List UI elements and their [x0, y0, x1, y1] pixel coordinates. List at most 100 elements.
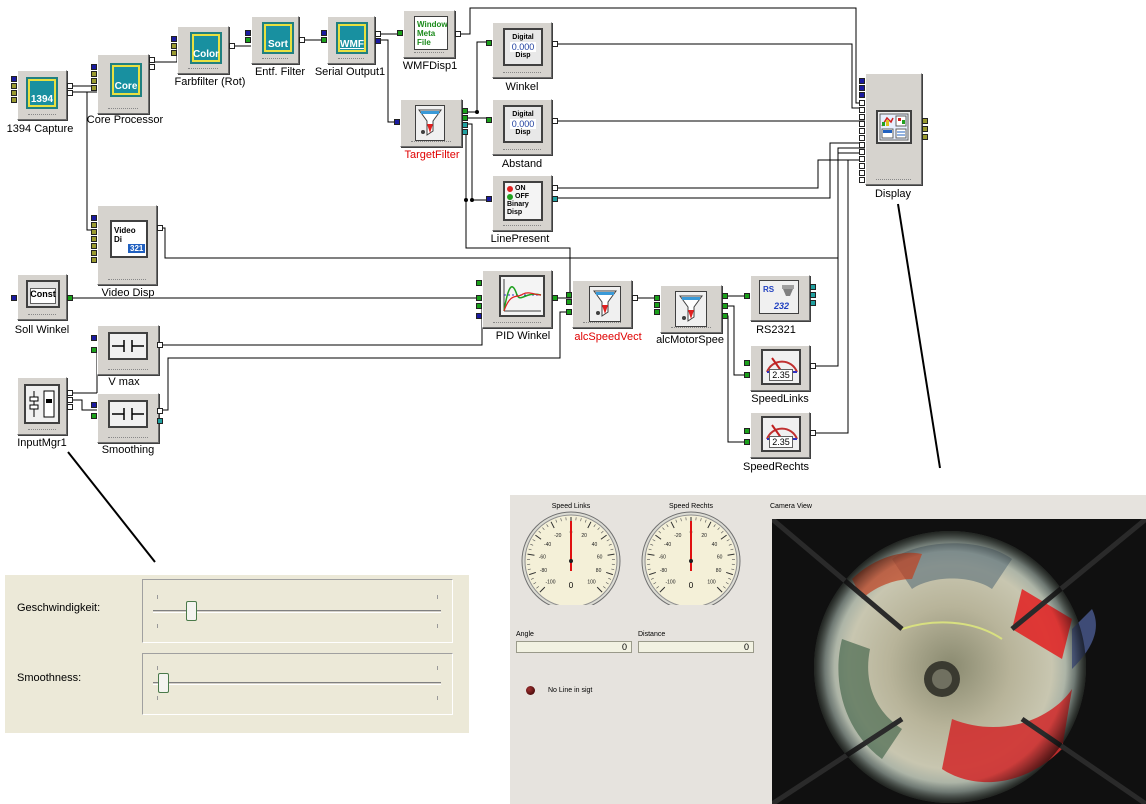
- connector-port[interactable]: [67, 390, 73, 396]
- connector-port[interactable]: [744, 372, 750, 378]
- connector-port[interactable]: [859, 78, 865, 84]
- block-input-mgr[interactable]: [17, 377, 67, 435]
- connector-port[interactable]: [157, 225, 163, 231]
- connector-port[interactable]: [810, 363, 816, 369]
- connector-port[interactable]: [566, 292, 572, 298]
- connector-port[interactable]: [552, 118, 558, 124]
- connector-port[interactable]: [654, 309, 660, 315]
- connector-port[interactable]: [744, 428, 750, 434]
- connector-port[interactable]: [149, 64, 155, 70]
- connector-port[interactable]: [922, 118, 928, 124]
- connector-port[interactable]: [91, 347, 97, 353]
- connector-port[interactable]: [552, 196, 558, 202]
- connector-port[interactable]: [91, 236, 97, 242]
- connector-port[interactable]: [171, 50, 177, 56]
- connector-port[interactable]: [67, 404, 73, 410]
- connector-port[interactable]: [859, 128, 865, 134]
- connector-port[interactable]: [375, 38, 381, 44]
- connector-port[interactable]: [321, 30, 327, 36]
- connector-port[interactable]: [744, 360, 750, 366]
- connector-port[interactable]: [859, 114, 865, 120]
- block-v-max[interactable]: [97, 325, 159, 375]
- block-calc-motor-speed[interactable]: [660, 285, 722, 333]
- connector-port[interactable]: [91, 229, 97, 235]
- connector-port[interactable]: [91, 402, 97, 408]
- connector-port[interactable]: [744, 439, 750, 445]
- block-smoothing[interactable]: [97, 393, 159, 443]
- block-soll-winkel[interactable]: Const: [17, 274, 67, 320]
- connector-port[interactable]: [566, 299, 572, 305]
- block-speed-rechts[interactable]: 2.35: [750, 412, 810, 458]
- block-core-processor[interactable]: Core: [97, 54, 149, 114]
- connector-port[interactable]: [11, 90, 17, 96]
- connector-port[interactable]: [455, 31, 461, 37]
- connector-port[interactable]: [922, 126, 928, 132]
- connector-port[interactable]: [859, 92, 865, 98]
- connector-port[interactable]: [11, 76, 17, 82]
- connector-port[interactable]: [462, 108, 468, 114]
- block-speed-links[interactable]: 2.35: [750, 345, 810, 391]
- connector-port[interactable]: [11, 295, 17, 301]
- connector-port[interactable]: [67, 295, 73, 301]
- connector-port[interactable]: [654, 302, 660, 308]
- connector-port[interactable]: [397, 30, 403, 36]
- connector-port[interactable]: [91, 215, 97, 221]
- connector-port[interactable]: [722, 313, 728, 319]
- connector-port[interactable]: [394, 119, 400, 125]
- connector-port[interactable]: [859, 85, 865, 91]
- connector-port[interactable]: [321, 37, 327, 43]
- connector-port[interactable]: [486, 40, 492, 46]
- connector-port[interactable]: [486, 196, 492, 202]
- connector-port[interactable]: [149, 57, 155, 63]
- connector-port[interactable]: [859, 170, 865, 176]
- connector-port[interactable]: [552, 41, 558, 47]
- connector-port[interactable]: [91, 222, 97, 228]
- block-abstand[interactable]: Digital 0.000 Disp: [492, 99, 552, 155]
- connector-port[interactable]: [91, 335, 97, 341]
- connector-port[interactable]: [245, 37, 251, 43]
- connector-port[interactable]: [859, 121, 865, 127]
- block-rs2321[interactable]: RS 232: [750, 275, 810, 321]
- block-display[interactable]: [865, 73, 922, 185]
- connector-port[interactable]: [859, 156, 865, 162]
- connector-port[interactable]: [859, 135, 865, 141]
- connector-port[interactable]: [462, 115, 468, 121]
- connector-port[interactable]: [722, 293, 728, 299]
- connector-port[interactable]: [91, 71, 97, 77]
- connector-port[interactable]: [91, 78, 97, 84]
- connector-port[interactable]: [91, 257, 97, 263]
- connector-port[interactable]: [91, 250, 97, 256]
- connector-port[interactable]: [654, 295, 660, 301]
- connector-port[interactable]: [171, 36, 177, 42]
- connector-port[interactable]: [67, 83, 73, 89]
- connector-port[interactable]: [476, 313, 482, 319]
- connector-port[interactable]: [859, 163, 865, 169]
- connector-port[interactable]: [11, 97, 17, 103]
- block-target-filter[interactable]: [400, 99, 462, 147]
- connector-port[interactable]: [11, 83, 17, 89]
- block-serial-output[interactable]: WMF: [327, 16, 375, 64]
- connector-port[interactable]: [552, 295, 558, 301]
- connector-port[interactable]: [486, 117, 492, 123]
- connector-port[interactable]: [859, 149, 865, 155]
- connector-port[interactable]: [566, 309, 572, 315]
- connector-port[interactable]: [375, 31, 381, 37]
- connector-port[interactable]: [810, 300, 816, 306]
- block-1394-capture[interactable]: 1394: [17, 70, 67, 120]
- connector-port[interactable]: [744, 293, 750, 299]
- connector-port[interactable]: [859, 177, 865, 183]
- smoothness-slider-thumb[interactable]: [158, 673, 169, 693]
- connector-port[interactable]: [476, 280, 482, 286]
- connector-port[interactable]: [91, 85, 97, 91]
- connector-port[interactable]: [229, 43, 235, 49]
- block-pid-winkel[interactable]: [482, 270, 552, 328]
- connector-port[interactable]: [476, 295, 482, 301]
- connector-port[interactable]: [157, 342, 163, 348]
- connector-port[interactable]: [722, 303, 728, 309]
- connector-port[interactable]: [810, 430, 816, 436]
- speed-slider-thumb[interactable]: [186, 601, 197, 621]
- block-entf-filter[interactable]: Sort: [251, 16, 299, 64]
- block-winkel[interactable]: Digital 0.000 Disp: [492, 22, 552, 78]
- block-line-present[interactable]: ON OFF Binary Disp: [492, 175, 552, 231]
- connector-port[interactable]: [476, 303, 482, 309]
